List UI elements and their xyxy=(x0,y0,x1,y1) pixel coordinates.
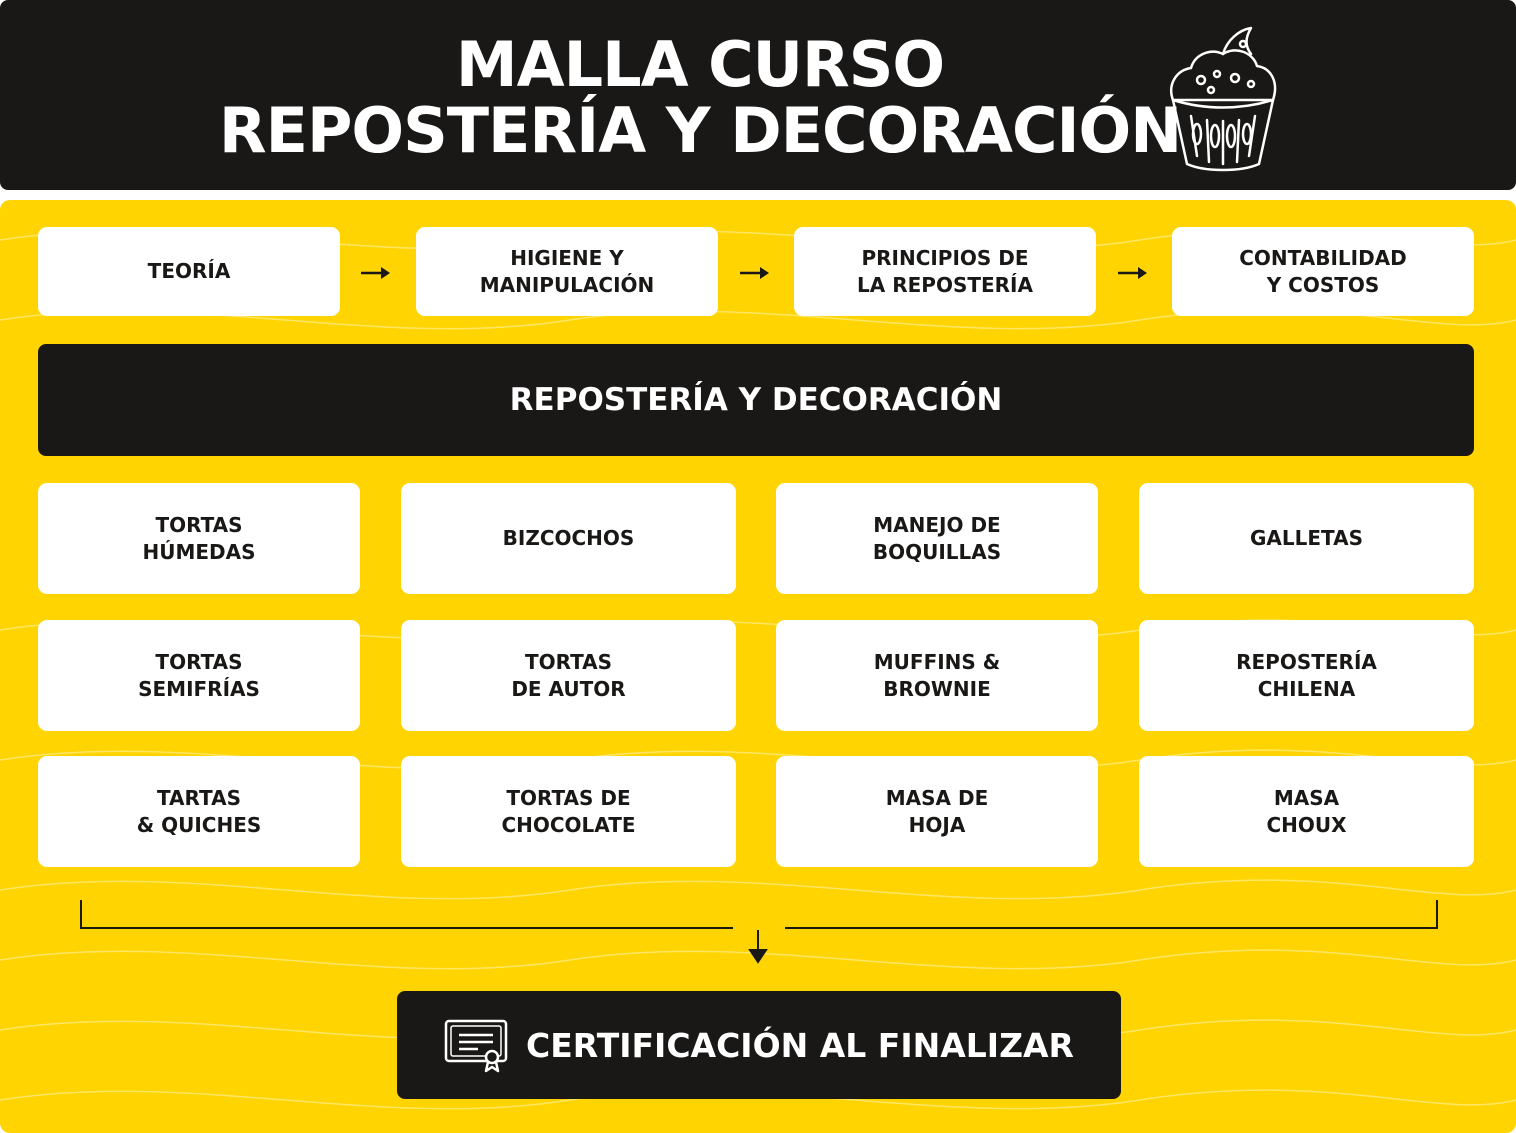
bracket-connector xyxy=(80,900,1438,964)
certification-label: CERTIFICACIÓN AL FINALIZAR xyxy=(526,1025,1074,1065)
module-card: TARTAS & QUICHES xyxy=(38,756,360,867)
step-higiene: HIGIENE Y MANIPULACIÓN xyxy=(416,227,718,316)
certification-banner: CERTIFICACIÓN AL FINALIZAR xyxy=(397,991,1121,1099)
module-card: MUFFINS & BROWNIE xyxy=(776,620,1098,731)
arrow-right-icon xyxy=(361,267,390,279)
module-card: REPOSTERÍA CHILENA xyxy=(1139,620,1474,731)
module-card: MANEJO DE BOQUILLAS xyxy=(776,483,1098,594)
page-title-line1: MALLA CURSO xyxy=(455,28,945,101)
module-card: MASA DE HOJA xyxy=(776,756,1098,867)
header: MALLA CURSO REPOSTERÍA Y DECORACIÓN xyxy=(0,0,1516,190)
cupcake-icon xyxy=(1170,26,1277,172)
module-card: TORTAS HÚMEDAS xyxy=(38,483,360,594)
step-contabilidad: CONTABILIDAD Y COSTOS xyxy=(1172,227,1474,316)
step-principios: PRINCIPIOS DE LA REPOSTERÍA xyxy=(794,227,1096,316)
step-teoria: TEORÍA xyxy=(38,227,340,316)
section-title: REPOSTERÍA Y DECORACIÓN xyxy=(38,344,1474,456)
page-title-line2: REPOSTERÍA Y DECORACIÓN xyxy=(218,94,1182,167)
certificate-icon xyxy=(444,1019,508,1073)
arrow-right-icon xyxy=(1118,267,1147,279)
module-card: TORTAS SEMIFRÍAS xyxy=(38,620,360,731)
module-card: BIZCOCHOS xyxy=(401,483,736,594)
module-card: TORTAS DE AUTOR xyxy=(401,620,736,731)
module-card: TORTAS DE CHOCOLATE xyxy=(401,756,736,867)
module-card: GALLETAS xyxy=(1139,483,1474,594)
module-card: MASA CHOUX xyxy=(1139,756,1474,867)
arrow-right-icon xyxy=(740,267,769,279)
arrow-down-icon xyxy=(748,949,768,964)
